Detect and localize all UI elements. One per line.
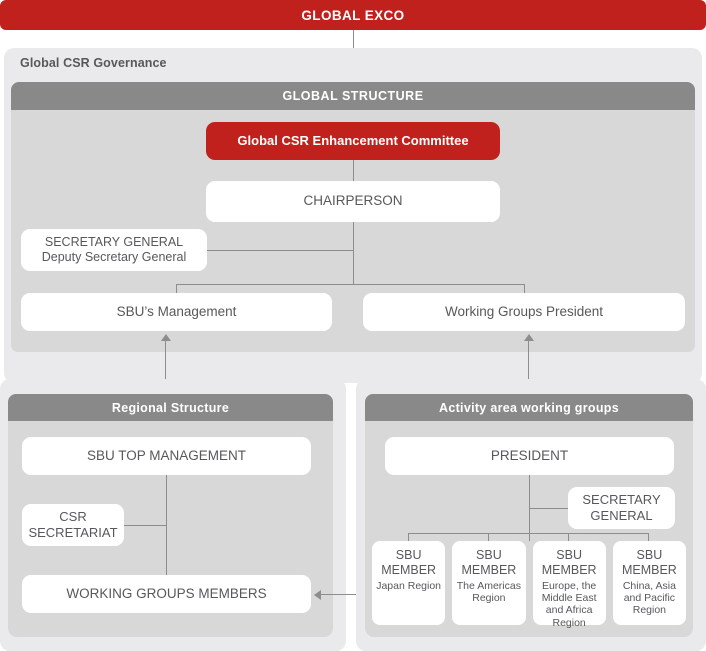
sbu-management-label: SBU’s Management <box>116 303 237 319</box>
sbu-member-line1: SBU <box>395 548 422 562</box>
secretary-general-line1: SECRETARY GENERAL <box>44 234 184 249</box>
working-groups-president-label: Working Groups President <box>444 303 604 319</box>
sbu-member-line1: SBU <box>556 548 582 562</box>
node-president[interactable]: PRESIDENT <box>385 437 674 475</box>
arrow-shaft-horizontal <box>318 594 388 595</box>
sbu-member-line2: MEMBER <box>461 562 517 577</box>
sbu-member-region: Europe, the Middle East and Africa Regio… <box>541 579 597 629</box>
sbu-member-line2: MEMBER <box>541 562 597 577</box>
regional-structure-header-label: Regional Structure <box>111 400 230 415</box>
global-structure-header-label: GLOBAL STRUCTURE <box>282 89 424 103</box>
connector-sbu-bus-bar <box>408 533 649 534</box>
sbu-member-line1: SBU <box>636 548 663 562</box>
sbu-member-card[interactable]: SBU MEMBER China, Asia and Pacific Regio… <box>612 541 686 625</box>
sbu-member-card[interactable]: SBU MEMBER The Americas Region <box>452 541 526 625</box>
working-groups-members-label: WORKING GROUPS MEMBERS <box>66 585 267 601</box>
connector-split-left <box>176 284 177 293</box>
chairperson-label: CHAIRPERSON <box>303 193 403 209</box>
president-label: PRESIDENT <box>490 447 569 463</box>
node-working-groups-president[interactable]: Working Groups President <box>363 293 685 331</box>
arrow-shaft-right-vertical <box>528 338 529 393</box>
csr-secretariat-line1: CSR <box>59 509 87 525</box>
activity-working-groups-header-label: Activity area working groups <box>439 400 619 415</box>
sbu-top-management-label: SBU TOP MANAGEMENT <box>86 447 247 463</box>
node-global-csr-enhancement-committee[interactable]: Global CSR Enhancement Committee <box>206 122 500 160</box>
arrow-head-right-up-icon <box>524 334 534 341</box>
sbu-member-line2: MEMBER <box>381 562 437 577</box>
activity-working-groups-header: Activity area working groups <box>365 394 693 421</box>
activity-secretary-general-line2: GENERAL <box>590 508 653 523</box>
activity-secretary-general-line1: SECRETARY <box>582 492 661 508</box>
arrow-head-left-icon <box>314 590 321 600</box>
node-working-groups-members[interactable]: WORKING GROUPS MEMBERS <box>22 575 311 613</box>
regional-structure-header: Regional Structure <box>8 394 333 421</box>
node-activity-secretary-general[interactable]: SECRETARY GENERAL <box>568 487 675 529</box>
node-csr-secretariat[interactable]: CSR SECRETARIAT <box>22 504 124 546</box>
connector-secretary-general-link <box>207 250 354 251</box>
global-exco-label: GLOBAL EXCO <box>301 7 405 23</box>
arrow-head-left-up-icon <box>161 334 171 341</box>
sbu-member-region: Japan Region <box>376 579 442 592</box>
connector-sbu-drop-1 <box>408 533 409 542</box>
sbu-member-line2: MEMBER <box>621 562 677 577</box>
sbu-member-line1: SBU <box>476 548 502 562</box>
csr-secretariat-line2: SECRETARIAT <box>28 525 118 540</box>
arrow-shaft-left-vertical <box>165 338 166 393</box>
node-secretary-general[interactable]: SECRETARY GENERAL Deputy Secretary Gener… <box>21 229 207 271</box>
global-structure-header: GLOBAL STRUCTURE <box>11 82 695 110</box>
node-chairperson[interactable]: CHAIRPERSON <box>206 181 500 222</box>
sbu-member-card[interactable]: SBU MEMBER Europe, the Middle East and A… <box>532 541 606 629</box>
connector-sbu-drop-4 <box>648 533 649 542</box>
connector-sbu-drop-3 <box>568 533 569 542</box>
committee-label: Global CSR Enhancement Committee <box>237 133 469 149</box>
sbu-member-card[interactable]: SBU MEMBER Japan Region <box>372 541 446 625</box>
connector-activity-secgen-link <box>529 508 569 509</box>
node-sbu-management[interactable]: SBU’s Management <box>21 293 332 331</box>
connector-committee-to-chairperson <box>353 160 354 181</box>
global-exco-bar: GLOBAL EXCO <box>0 0 706 30</box>
connector-csr-secretariat-link <box>124 525 167 526</box>
sbu-member-region: The Americas Region <box>456 579 521 604</box>
global-csr-governance-label: Global CSR Governance <box>20 56 167 70</box>
connector-chairperson-down <box>353 222 354 284</box>
sbu-member-region: China, Asia and Pacific Region <box>622 579 676 617</box>
sbu-member-row: SBU MEMBER Japan Region SBU MEMBER The A… <box>372 541 686 629</box>
connector-split-right <box>524 284 525 293</box>
secretary-general-line2: Deputy Secretary General <box>41 250 187 264</box>
connector-sbu-drop-2 <box>488 533 489 542</box>
node-sbu-top-management[interactable]: SBU TOP MANAGEMENT <box>22 437 311 475</box>
connector-split-bar <box>176 284 525 285</box>
